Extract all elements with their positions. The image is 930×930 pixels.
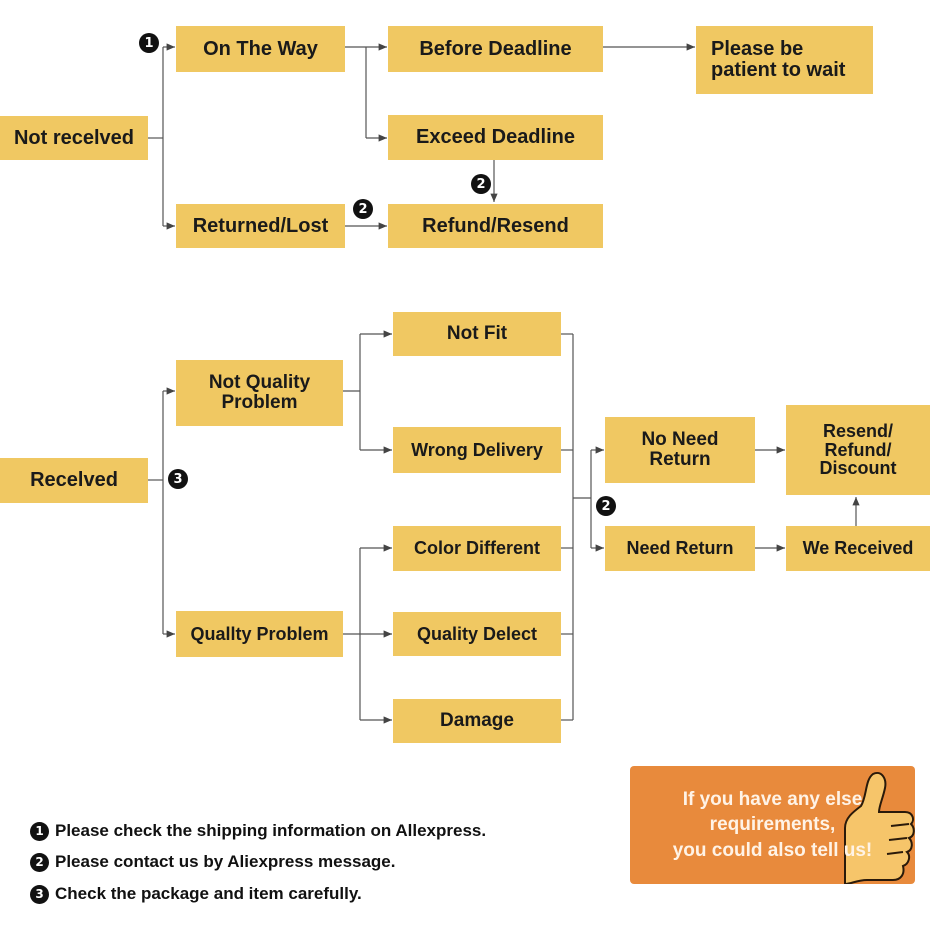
note-text: Check the package and item carefully. — [55, 884, 362, 903]
box-not-quality-problem: Not Quality Problem — [176, 360, 343, 426]
box-refund-resend: Refund/Resend — [388, 204, 603, 248]
badge-step-2: 2 — [596, 496, 616, 516]
badge-step-1: 1 — [30, 821, 49, 841]
callout-line-1: If you have any else — [682, 788, 863, 810]
callout-line-3: you could also tell us! — [672, 839, 873, 861]
box-on-the-way: On The Way — [176, 26, 345, 72]
badge-step-1: 1 — [139, 33, 159, 53]
box-wrong-delivery: Wrong Delivery — [393, 427, 561, 473]
box-we-received: We Received — [786, 526, 930, 571]
box-need-return: Need Return — [605, 526, 755, 571]
note-text: Please check the shipping information on… — [55, 821, 487, 840]
box-damage: Damage — [393, 699, 561, 743]
badge-step-2: 2 — [353, 199, 373, 219]
callout-banner: If you have any else requirements, you c… — [630, 766, 915, 884]
badge-step-2: 2 — [471, 174, 491, 194]
note-3: 3 Check the package and item carefully. — [30, 884, 362, 904]
box-not-fit: Not Fit — [393, 312, 561, 356]
badge-step-3: 3 — [168, 469, 188, 489]
box-quality-defect: Quality Delect — [393, 612, 561, 656]
callout-line-2: requirements, — [709, 814, 836, 836]
box-received: Recelved — [0, 458, 148, 503]
note-2: 2 Please contact us by Aliexpress messag… — [30, 852, 396, 872]
badge-step-3: 3 — [30, 884, 49, 904]
box-no-need-return: No Need Return — [605, 417, 755, 483]
box-returned-lost: Returned/Lost — [176, 204, 345, 248]
callout-text: If you have any else requirements, you c… — [630, 766, 915, 884]
box-color-different: Color Different — [393, 526, 561, 571]
box-not-received: Not recelved — [0, 116, 148, 160]
box-please-wait: Please be patient to wait — [696, 26, 873, 94]
thumbs-up-icon — [844, 772, 915, 884]
note-text: Please contact us by Aliexpress message. — [55, 852, 396, 871]
box-resend-refund-discount: Resend/ Refund/ Discount — [786, 405, 930, 495]
note-1: 1 Please check the shipping information … — [30, 821, 486, 841]
box-quality-problem: Quallty Problem — [176, 611, 343, 657]
badge-step-2: 2 — [30, 852, 49, 872]
box-exceed-deadline: Exceed Deadline — [388, 115, 603, 160]
box-before-deadline: Before Deadline — [388, 26, 603, 72]
